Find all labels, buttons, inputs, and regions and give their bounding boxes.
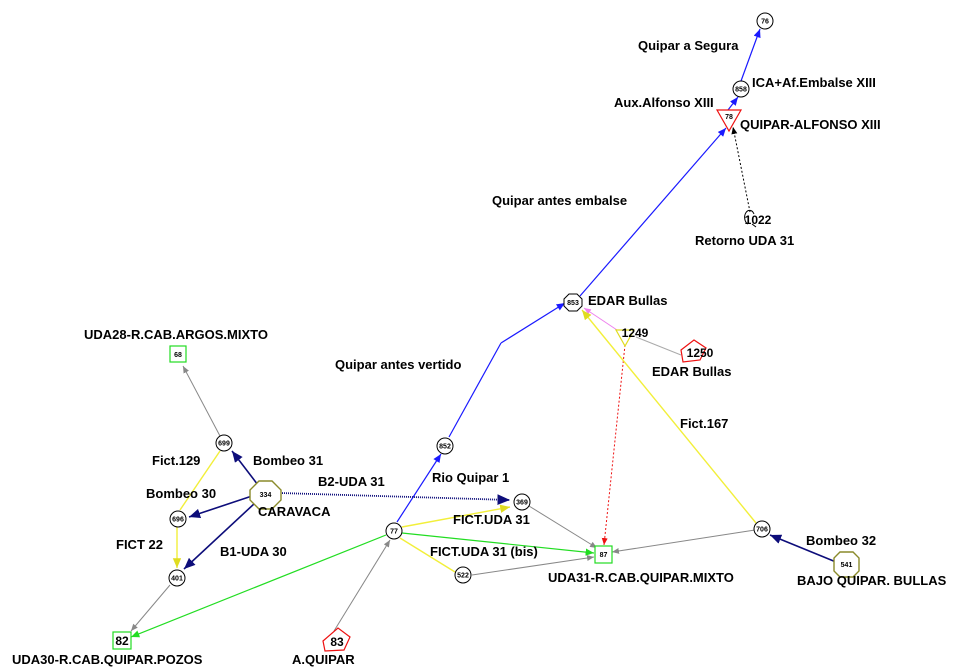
node-78-id: 78 bbox=[725, 114, 733, 121]
node-82[interactable]: 82 bbox=[112, 631, 132, 650]
edge-334-696 bbox=[188, 495, 253, 519]
edge-706-853 bbox=[581, 309, 757, 524]
edge-83-77 bbox=[333, 539, 391, 632]
edge-1022-78 bbox=[731, 126, 751, 213]
edge-369-87 bbox=[528, 505, 598, 549]
node-541[interactable]: 541 bbox=[833, 551, 860, 578]
node-1249-id: 1249 bbox=[622, 326, 649, 340]
edge-401-82 bbox=[130, 584, 171, 632]
node-82-id: 82 bbox=[115, 634, 129, 648]
edge-1250-1249 bbox=[635, 336, 682, 356]
edge-77-82 bbox=[130, 534, 387, 638]
node-87-id: 87 bbox=[600, 552, 608, 559]
label-rio-quipar1: Rio Quipar 1 bbox=[432, 470, 509, 485]
edge-852-852seg bbox=[448, 342, 502, 438]
node-522[interactable]: 522 bbox=[454, 566, 472, 584]
node-522-id: 522 bbox=[457, 573, 469, 580]
label-uda30: UDA30-R.CAB.QUIPAR.POZOS bbox=[12, 652, 203, 667]
edge-77-522 bbox=[399, 537, 456, 573]
node-76-id: 76 bbox=[761, 19, 769, 26]
node-852[interactable]: 852 bbox=[436, 437, 454, 455]
label-fict129: Fict.129 bbox=[152, 453, 200, 468]
label-edar-bullas-1: EDAR Bullas bbox=[588, 293, 667, 308]
edge-852-853 bbox=[500, 302, 566, 344]
node-77-id: 77 bbox=[390, 529, 398, 536]
node-706-id: 706 bbox=[756, 527, 768, 534]
label-b2-uda31: B2-UDA 31 bbox=[318, 474, 385, 489]
label-bombeo32: Bombeo 32 bbox=[806, 533, 876, 548]
node-369-id: 369 bbox=[516, 500, 528, 507]
node-696[interactable]: 696 bbox=[169, 510, 187, 528]
label-caravaca: CARAVACA bbox=[258, 504, 331, 519]
label-quipar-alfonso: QUIPAR-ALFONSO XIII bbox=[740, 117, 881, 132]
node-334-id: 334 bbox=[260, 492, 272, 499]
node-334[interactable]: 334 bbox=[249, 480, 282, 510]
edge-1249-87 bbox=[601, 344, 626, 546]
label-bombeo31: Bombeo 31 bbox=[253, 453, 323, 468]
node-1249[interactable]: 1249 bbox=[614, 326, 649, 348]
label-a-quipar: A.QUIPAR bbox=[292, 652, 355, 667]
edge-699-68 bbox=[182, 365, 221, 437]
node-699[interactable]: 699 bbox=[215, 434, 233, 452]
edge-77-369 bbox=[401, 504, 511, 528]
node-77[interactable]: 77 bbox=[385, 522, 403, 540]
node-541-id: 541 bbox=[841, 562, 853, 569]
node-83-id: 83 bbox=[330, 635, 344, 649]
edge-334-699 bbox=[231, 450, 259, 486]
edge-334-401 bbox=[183, 502, 256, 570]
edge-522-87 bbox=[471, 555, 595, 576]
node-1250-id: 1250 bbox=[687, 346, 714, 360]
edge-77-852 bbox=[396, 453, 442, 523]
edges bbox=[130, 28, 837, 638]
label-fict167: Fict.167 bbox=[680, 416, 728, 431]
edge-78-858 bbox=[727, 96, 739, 111]
label-bajo-quipar: BAJO QUIPAR. BULLAS bbox=[797, 573, 947, 588]
label-b1-uda30: B1-UDA 30 bbox=[220, 544, 287, 559]
nodes: 76 858 78 1022 853 1249 1 bbox=[112, 12, 860, 652]
node-1250[interactable]: 1250 bbox=[680, 339, 714, 363]
node-853[interactable]: 853 bbox=[563, 293, 583, 312]
edge-858-76 bbox=[740, 28, 761, 82]
edge-699-696 bbox=[179, 450, 221, 511]
node-68[interactable]: 68 bbox=[169, 345, 187, 363]
label-quipar-segura: Quipar a Segura bbox=[638, 38, 739, 53]
node-87[interactable]: 87 bbox=[594, 545, 613, 564]
node-83[interactable]: 83 bbox=[322, 627, 351, 652]
label-uda31: UDA31-R.CAB.QUIPAR.MIXTO bbox=[548, 570, 734, 585]
node-852-id: 852 bbox=[439, 444, 451, 451]
node-696-id: 696 bbox=[172, 517, 184, 524]
node-1022-id: 1022 bbox=[745, 213, 772, 227]
edge-334-369 bbox=[279, 492, 511, 506]
label-aux-alfonso: Aux.Alfonso XIII bbox=[614, 95, 714, 110]
node-853-id: 853 bbox=[567, 300, 579, 307]
label-uda28: UDA28-R.CAB.ARGOS.MIXTO bbox=[84, 327, 268, 342]
label-fict22: FICT 22 bbox=[116, 537, 163, 552]
node-706[interactable]: 706 bbox=[753, 520, 771, 538]
label-fict-uda31: FICT.UDA 31 bbox=[453, 512, 530, 527]
label-bombeo30: Bombeo 30 bbox=[146, 486, 216, 501]
node-858-id: 858 bbox=[735, 87, 747, 94]
label-edar-bullas-2: EDAR Bullas bbox=[652, 364, 731, 379]
node-401-id: 401 bbox=[171, 576, 183, 583]
label-quipar-antes-vertido: Quipar antes vertido bbox=[335, 357, 461, 372]
node-78[interactable]: 78 bbox=[715, 109, 743, 133]
node-369[interactable]: 369 bbox=[513, 493, 531, 511]
edge-77-87 bbox=[401, 532, 595, 556]
edge-541-706 bbox=[769, 534, 837, 563]
node-401[interactable]: 401 bbox=[168, 569, 186, 587]
label-quipar-antes-embalse: Quipar antes embalse bbox=[492, 193, 627, 208]
label-retorno-uda31: Retorno UDA 31 bbox=[695, 233, 794, 248]
node-858[interactable]: 858 bbox=[732, 80, 750, 98]
labels: Quipar a Segura ICA+Af.Embalse XIII Aux.… bbox=[12, 38, 947, 667]
edge-706-87 bbox=[611, 529, 756, 554]
node-1022[interactable]: 1022 bbox=[744, 209, 772, 228]
node-68-id: 68 bbox=[174, 352, 182, 359]
edge-853-78 bbox=[579, 127, 727, 297]
label-ica-embalse: ICA+Af.Embalse XIII bbox=[752, 75, 876, 90]
node-76[interactable]: 76 bbox=[756, 12, 774, 30]
label-fict-uda31-bis: FICT.UDA 31 (bis) bbox=[430, 544, 538, 559]
node-699-id: 699 bbox=[218, 441, 230, 448]
